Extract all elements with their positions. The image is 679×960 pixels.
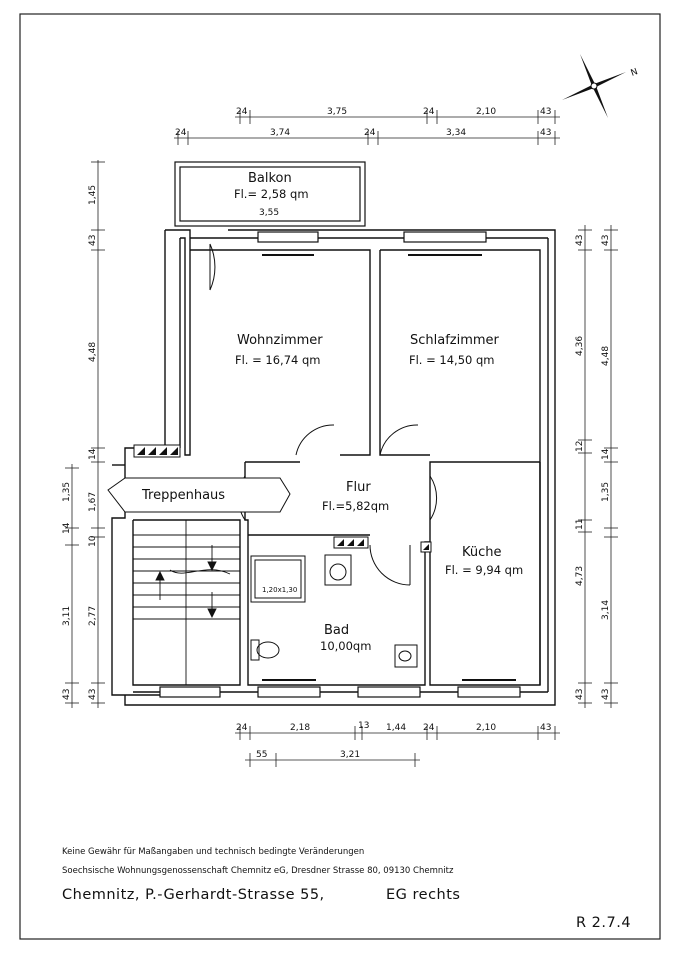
bathtub-size: 1,20x1,30 bbox=[262, 586, 297, 594]
dim-right-outer-2: 4,48 bbox=[601, 346, 611, 366]
dim-left-3: 4,48 bbox=[88, 342, 98, 362]
sink bbox=[394, 644, 418, 668]
compass-icon bbox=[562, 54, 626, 118]
top-dimension-lines bbox=[174, 110, 560, 145]
dim-top1-b: 3,75 bbox=[327, 107, 347, 117]
bad-area: 10,00qm bbox=[320, 639, 371, 653]
dim-top2-a: 24 bbox=[175, 128, 187, 138]
washing-machine bbox=[324, 554, 352, 586]
dim-right-outer-3: 14 bbox=[601, 448, 611, 460]
dim-top2-e: 43 bbox=[540, 128, 551, 138]
dim-left-inner-2: 2,77 bbox=[88, 606, 98, 626]
dim-bot2-a: 55 bbox=[256, 750, 267, 760]
toilet bbox=[250, 639, 260, 661]
dim-left-inner-1: 1,67 bbox=[88, 492, 98, 512]
unit-text: EG rechts bbox=[386, 887, 461, 903]
dim-left-8: 3,11 bbox=[62, 606, 72, 626]
dim-right-inner-2: 4,36 bbox=[575, 336, 585, 356]
dim-top2-c: 24 bbox=[364, 128, 376, 138]
dim-left-1: 1,45 bbox=[88, 185, 98, 205]
dim-right-inner-3: 12 bbox=[575, 441, 585, 452]
dim-bot1-f: 2,10 bbox=[476, 723, 496, 733]
meter-marks bbox=[137, 447, 429, 550]
kueche-area: Fl. = 9,94 qm bbox=[445, 563, 523, 577]
dim-top2-d: 3,34 bbox=[446, 128, 466, 138]
dim-right-outer-1: 43 bbox=[601, 235, 611, 246]
company-text: Soechsische Wohnungsgenossenschaft Chemn… bbox=[62, 866, 454, 876]
dim-top1-a: 24 bbox=[236, 107, 248, 117]
dim-bot1-d: 1,44 bbox=[386, 723, 406, 733]
dim-right-outer-6: 43 bbox=[601, 689, 611, 700]
dim-left-inner-3: 43 bbox=[88, 689, 98, 700]
dim-right-outer-4: 1,35 bbox=[601, 482, 611, 502]
dim-right-inner-4: 11 bbox=[575, 519, 585, 530]
dim-bot1-e: 24 bbox=[423, 723, 435, 733]
wohnzimmer-area: Fl. = 16,74 qm bbox=[235, 353, 321, 367]
left-dimension-lines bbox=[65, 160, 105, 708]
balkon-width: 3,55 bbox=[259, 208, 279, 218]
reference-code: R 2.7.4 bbox=[576, 915, 632, 931]
right-dimension-lines bbox=[578, 225, 618, 708]
dim-bot1-c: 13 bbox=[358, 721, 369, 731]
kueche-label: Küche bbox=[462, 545, 502, 560]
dim-bot1-b: 2,18 bbox=[290, 723, 310, 733]
disclaimer-text: Keine Gewähr für Maßangaben und technisc… bbox=[62, 847, 365, 857]
dim-left-5: 1,35 bbox=[62, 482, 72, 502]
bathtub bbox=[250, 555, 306, 603]
bottom-dimension-lines bbox=[235, 726, 560, 767]
dim-right-inner-5: 4,73 bbox=[575, 566, 585, 586]
dim-left-9: 43 bbox=[62, 689, 72, 700]
balkon-label: Balkon bbox=[248, 171, 292, 186]
dim-top2-b: 3,74 bbox=[270, 128, 290, 138]
dim-bot2-b: 3,21 bbox=[340, 750, 360, 760]
schlafzimmer-label: Schlafzimmer bbox=[410, 333, 500, 348]
dim-left-6: 14 bbox=[62, 522, 72, 534]
windows bbox=[159, 231, 521, 698]
address-text: Chemnitz, P.-Gerhardt-Strasse 55, bbox=[62, 887, 325, 903]
sheet-border bbox=[19, 13, 661, 940]
treppenhaus-label: Treppenhaus bbox=[141, 488, 225, 503]
dim-right-inner-6: 43 bbox=[575, 689, 585, 700]
dim-bot1-g: 43 bbox=[540, 723, 551, 733]
dim-left-7: 10 bbox=[88, 535, 98, 547]
bad-label: Bad bbox=[324, 623, 349, 638]
flur-area: Fl.=5,82qm bbox=[322, 499, 389, 513]
schlafzimmer-area: Fl. = 14,50 qm bbox=[409, 353, 495, 367]
compass-north-label: N bbox=[630, 67, 640, 79]
dim-right-outer-5: 3,14 bbox=[601, 600, 611, 620]
flur-label: Flur bbox=[346, 480, 371, 495]
balkon-area: Fl.= 2,58 qm bbox=[234, 187, 309, 201]
dim-top1-e: 43 bbox=[540, 107, 551, 117]
dim-left-4: 14 bbox=[88, 448, 98, 460]
dim-left-2: 43 bbox=[88, 235, 98, 246]
dim-bot1-a: 24 bbox=[236, 723, 248, 733]
dim-top1-c: 24 bbox=[423, 107, 435, 117]
bathroom-fixtures bbox=[250, 554, 418, 668]
dim-top1-d: 2,10 bbox=[476, 107, 496, 117]
door-swings bbox=[209, 243, 438, 586]
wohnzimmer-label: Wohnzimmer bbox=[237, 333, 323, 348]
staircase bbox=[133, 520, 240, 685]
dim-right-inner-1: 43 bbox=[575, 235, 585, 246]
treppenhaus-zone bbox=[107, 477, 291, 513]
balcony-outline bbox=[174, 161, 366, 227]
